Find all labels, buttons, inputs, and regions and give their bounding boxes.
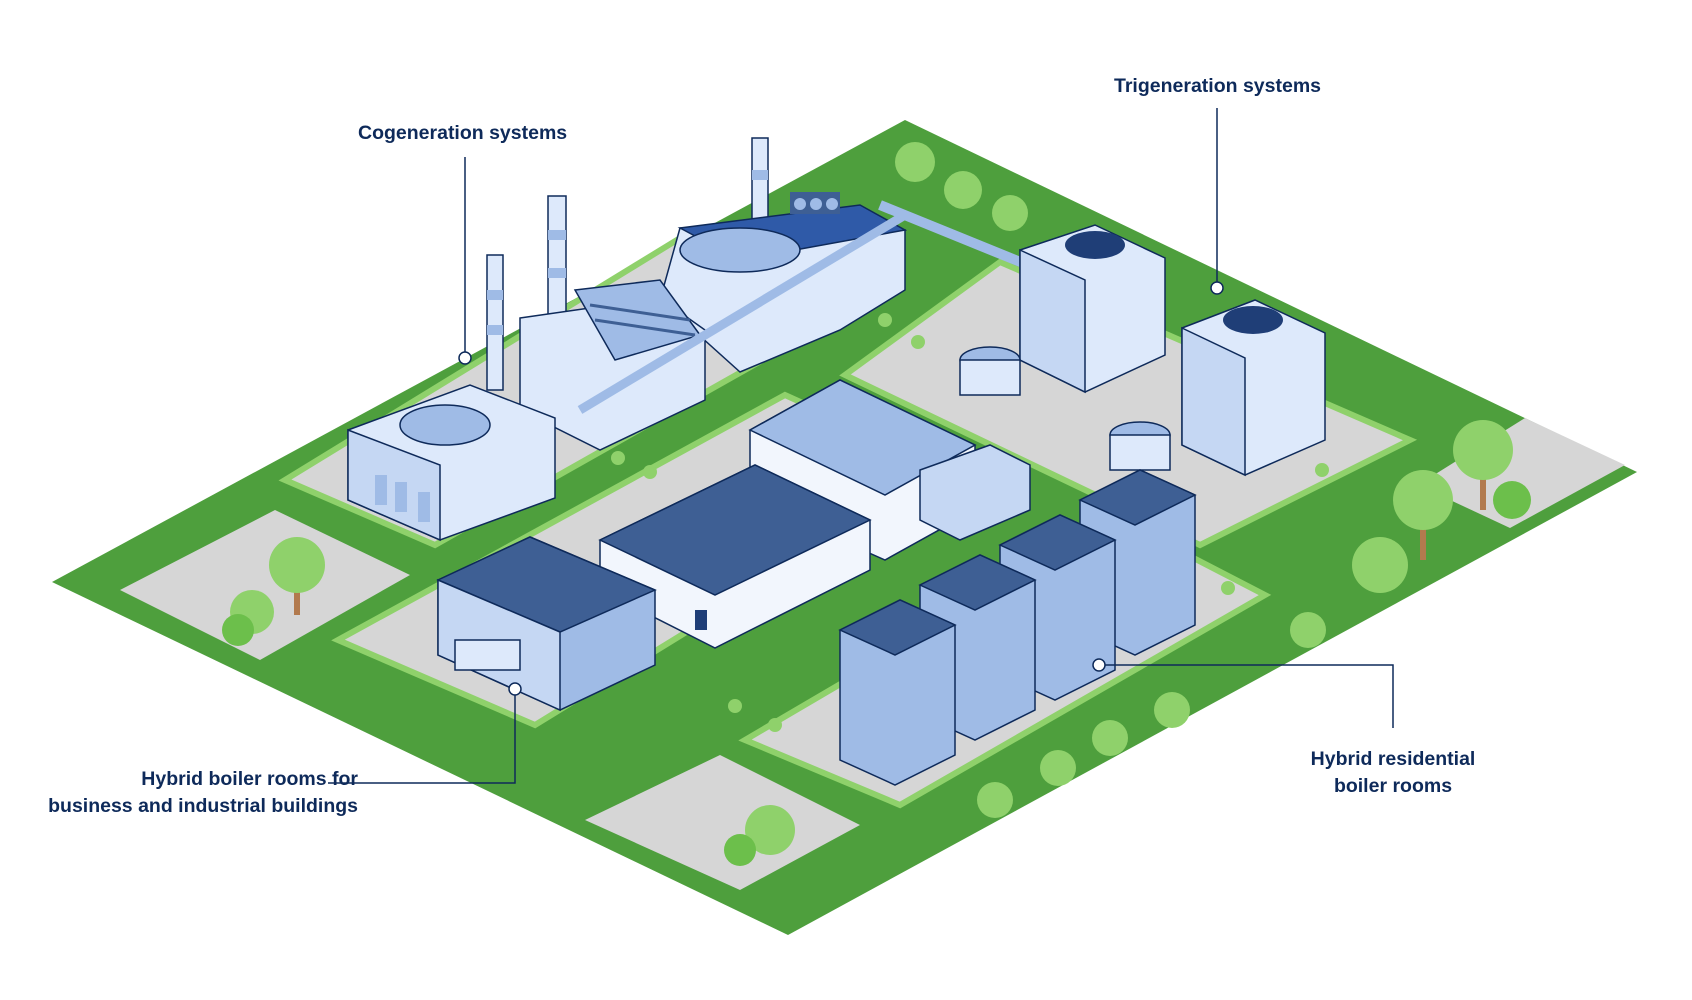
residential-towers — [838, 469, 1197, 786]
connection-node — [611, 451, 625, 465]
pavement-south-corner — [585, 755, 860, 890]
bush — [1040, 750, 1076, 786]
trees — [222, 142, 1531, 866]
bush — [1092, 720, 1128, 756]
bush — [1352, 537, 1408, 593]
connection-node — [878, 313, 892, 327]
bush — [944, 171, 982, 209]
label-cogeneration-systems: Cogeneration systems — [358, 122, 568, 144]
business-buildings — [436, 379, 1031, 712]
label-hybrid-boiler-rooms-business: Hybrid boiler rooms for business and ind… — [48, 768, 358, 817]
tree-trunk — [1420, 510, 1426, 560]
tree-crown — [269, 537, 325, 593]
label-trigeneration-systems: Trigeneration systems — [1114, 75, 1321, 97]
connection-node — [643, 465, 657, 479]
bush — [222, 614, 254, 646]
connection-node — [1221, 581, 1235, 595]
pavement-east-corner — [1418, 418, 1625, 528]
connection-node — [1315, 463, 1329, 477]
connection-node — [728, 699, 742, 713]
bush — [745, 805, 795, 855]
cogeneration-plant — [347, 137, 1042, 542]
callout-lines — [328, 108, 1394, 784]
tree-crown — [1453, 420, 1513, 480]
tree-trunk — [1480, 455, 1486, 510]
bush — [977, 782, 1013, 818]
tree-crown — [1393, 470, 1453, 530]
bush — [895, 142, 935, 182]
bush — [1290, 612, 1326, 648]
connection-node — [768, 718, 782, 732]
trigeneration-plant — [959, 224, 1326, 477]
bush — [724, 834, 756, 866]
pavement-west-corner — [120, 510, 410, 660]
connection-node — [911, 335, 925, 349]
bush — [1493, 481, 1531, 519]
chimney — [486, 254, 504, 391]
bush — [1154, 692, 1190, 728]
label-hybrid-residential-boiler-rooms: Hybrid residential boiler rooms — [1310, 748, 1476, 797]
bush — [992, 195, 1028, 231]
